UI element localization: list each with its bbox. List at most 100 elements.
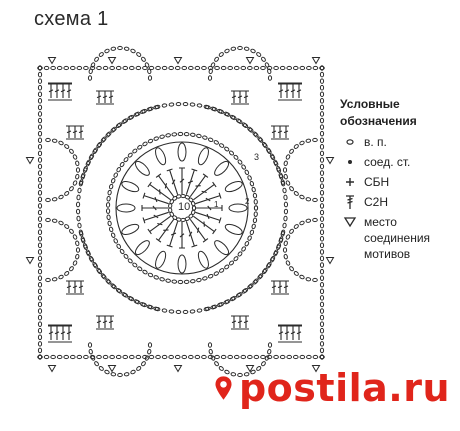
chain-stitch: [188, 65, 194, 71]
double-crochet-stitch: [278, 83, 284, 98]
chain-stitch: [37, 104, 43, 111]
chain-stitch: [69, 354, 76, 360]
legend-label-slip: соед. ст.: [364, 155, 411, 169]
double-crochet-stitch: [66, 125, 72, 138]
chain-stitch: [129, 354, 135, 360]
chain-stitch: [319, 196, 325, 203]
petal-cluster: [155, 147, 167, 166]
join-marker: [245, 365, 255, 373]
legend: Условные обозначения в. п. соед. ст. СБН…: [340, 96, 458, 262]
chain-stitch: [122, 65, 129, 71]
chain-stitch: [96, 267, 102, 273]
chain-stitch: [87, 342, 93, 348]
chain-stitch: [64, 191, 70, 196]
chain-stitch: [75, 173, 80, 180]
chain-stitch: [241, 246, 246, 252]
chain-stitch: [37, 275, 43, 281]
chain-stitch: [37, 117, 43, 124]
chain-stitch: [280, 180, 286, 187]
round-label-2: 2: [245, 197, 250, 206]
double-crochet-stitch: [155, 173, 175, 197]
chain-stitch: [37, 209, 43, 216]
chain-stitch: [208, 348, 213, 355]
chain-stitch: [306, 354, 312, 360]
chain-stitch: [83, 65, 89, 71]
round-label-1: 1: [214, 200, 219, 209]
chain-stitch: [253, 278, 259, 284]
chain-stitch: [37, 189, 43, 196]
chain-stitch: [213, 271, 219, 276]
chain-stitch: [130, 48, 136, 54]
chain-stitch: [233, 154, 239, 160]
chain-stitch: [248, 283, 254, 289]
chain-stitch: [117, 372, 123, 378]
chain-stitch: [283, 253, 288, 260]
chain-stitch: [224, 146, 230, 152]
join-marker: [107, 57, 117, 65]
chain-stitch: [136, 52, 142, 57]
chain-stitch: [94, 56, 99, 62]
double-crochet-stitch: [142, 192, 169, 205]
center-medallion: [105, 131, 259, 285]
chain-stitch: [144, 355, 150, 361]
chain-stitch: [230, 372, 237, 377]
chain-stitch: [256, 52, 262, 57]
chain-stitch: [110, 283, 116, 289]
chain-stitch: [319, 157, 325, 163]
chain-stitch: [37, 288, 43, 295]
chain-stitch: [155, 354, 161, 360]
chain-stitch: [43, 65, 50, 71]
chain-stitch: [37, 354, 43, 360]
chain-stitch: [37, 111, 43, 117]
chain-stitch: [102, 354, 109, 360]
chain-stitch: [147, 348, 152, 355]
chain-stitch: [137, 266, 143, 272]
chain-stitch: [253, 354, 260, 360]
chain-stitch: [228, 260, 235, 266]
join-marker: [311, 365, 321, 373]
chain-stitch: [262, 143, 268, 149]
chain-stitch: [319, 170, 325, 176]
chain-stitch: [319, 117, 325, 124]
outer-border-chains: [37, 65, 325, 360]
chain-stitch: [319, 347, 325, 354]
chain-stitch: [276, 167, 282, 173]
chain-stitch: [123, 46, 130, 51]
chain-stitch: [306, 65, 312, 71]
chain-stitch: [51, 218, 58, 223]
chain-stitch: [75, 247, 81, 253]
chain-stitch: [63, 354, 70, 360]
chain-stitch: [188, 354, 194, 360]
chain-stitch: [286, 354, 293, 360]
chain-stitch: [96, 65, 102, 71]
chain-stitch: [285, 260, 291, 266]
chain-stitch-icon: [346, 139, 354, 145]
double-crochet-stitch: [195, 211, 222, 224]
chain-stitch: [319, 268, 325, 275]
chain-stitch: [119, 248, 125, 255]
chain-stitch: [37, 196, 43, 203]
chain-stitch: [69, 148, 74, 154]
chain-stitch: [256, 366, 262, 371]
double-crochet-stitch: [284, 325, 290, 340]
chain-stitch: [207, 75, 213, 81]
chain-stitch: [37, 137, 43, 144]
double-crochet-stitch: [96, 90, 102, 103]
join-marker: [47, 57, 57, 65]
chain-stitch: [80, 174, 85, 180]
chain-stitch: [273, 354, 279, 360]
chain-stitch: [273, 249, 279, 255]
chain-stitch: [319, 321, 325, 327]
chain-stitch: [251, 186, 256, 193]
chain-stitch: [76, 354, 83, 360]
double-crochet-stitch: [278, 325, 284, 340]
chain-stitch: [319, 144, 325, 150]
chain-stitch: [123, 157, 129, 163]
chain-stitch: [136, 366, 142, 371]
chain-stitch: [51, 277, 58, 282]
chain-stitch: [253, 132, 259, 138]
chain-stitch: [260, 65, 266, 71]
chain-stitch: [175, 101, 182, 107]
double-crochet-stitch: [78, 125, 84, 138]
legend-label-dc: С2Н: [364, 195, 389, 209]
